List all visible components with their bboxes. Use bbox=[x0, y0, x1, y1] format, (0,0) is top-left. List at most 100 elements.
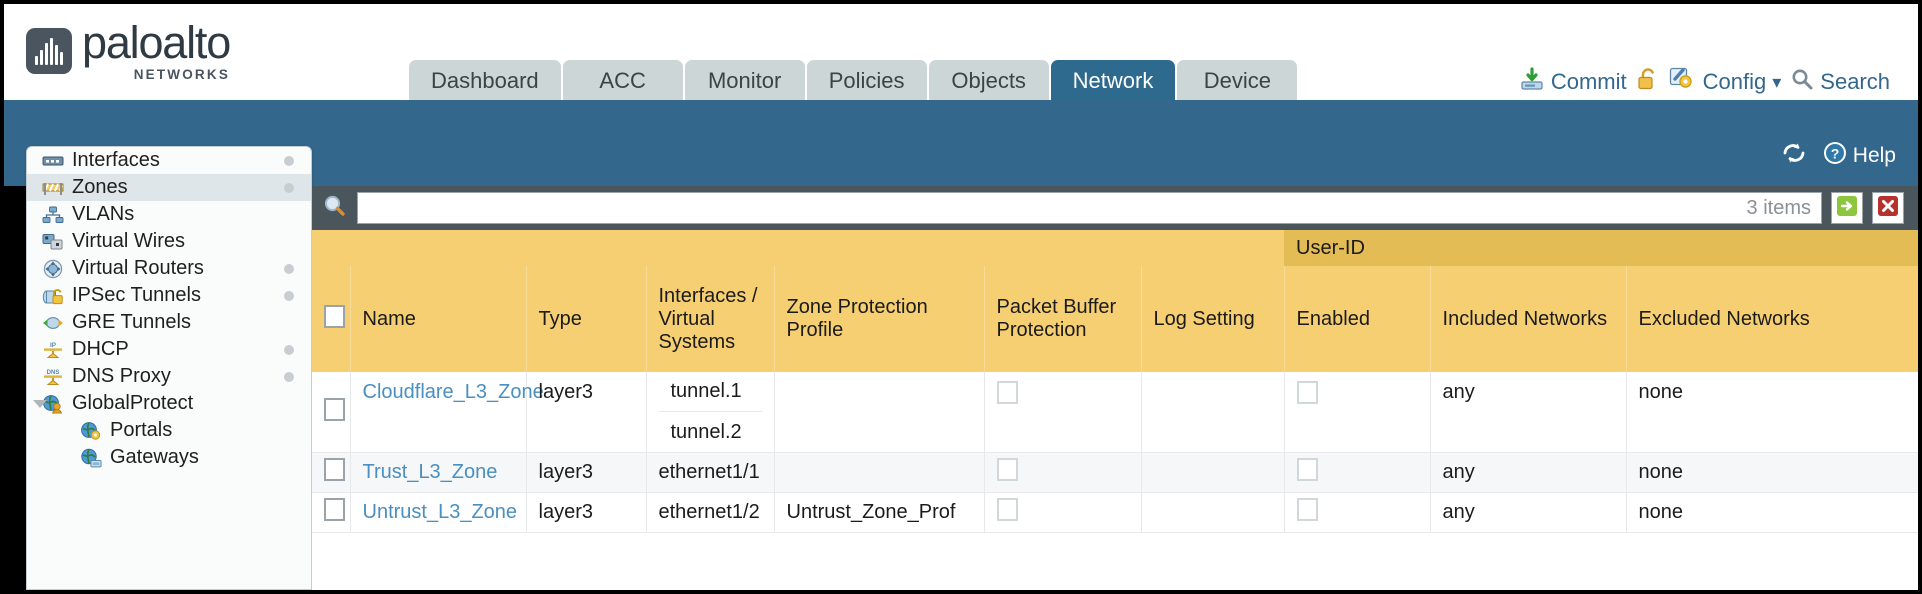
column-header-packet-buffer-protection[interactable]: Packet Buffer Protection bbox=[984, 266, 1142, 372]
sidebar-item-dns-proxy[interactable]: DNS DNS Proxy bbox=[27, 363, 311, 390]
column-header-name[interactable]: Name bbox=[350, 266, 527, 372]
group-header-row: User-ID bbox=[312, 230, 1918, 266]
zones-table-head: User-ID Name Type Interfaces / Virtual S… bbox=[312, 230, 1918, 372]
cell-included-networks: any bbox=[1430, 372, 1627, 453]
cell-packet-buffer-protection bbox=[984, 372, 1142, 453]
apply-filter-button[interactable] bbox=[1831, 192, 1863, 224]
select-all-checkbox[interactable] bbox=[324, 304, 345, 328]
sidebar-item-ipsec-tunnels[interactable]: IPSec Tunnels bbox=[27, 282, 311, 309]
lock-button[interactable] bbox=[1636, 66, 1660, 98]
tab-dashboard[interactable]: Dashboard bbox=[409, 60, 561, 102]
sidebar-item-virtual-routers[interactable]: Virtual Routers bbox=[27, 255, 311, 282]
cell-excluded-networks: none bbox=[1626, 492, 1918, 533]
cell-excluded-networks: none bbox=[1626, 372, 1918, 453]
dns-proxy-icon: DNS bbox=[41, 367, 65, 387]
column-header-userid-enabled[interactable]: Enabled bbox=[1284, 266, 1431, 372]
table-row[interactable]: Trust_L3_Zone layer3 ethernet1/1 any non… bbox=[312, 452, 1918, 493]
column-header-log-setting[interactable]: Log Setting bbox=[1141, 266, 1285, 372]
sidebar-item-label: DNS Proxy bbox=[72, 365, 171, 387]
sidebar-item-dhcp[interactable]: IP DHCP bbox=[27, 336, 311, 363]
table-row[interactable]: Untrust_L3_Zone layer3 ethernet1/2 Untru… bbox=[312, 492, 1918, 533]
interface-entry: tunnel.1 bbox=[658, 372, 762, 412]
virtual-wires-icon bbox=[41, 232, 65, 252]
row-checkbox[interactable] bbox=[324, 498, 345, 521]
sidebar-item-label: Interfaces bbox=[72, 149, 160, 171]
sidebar-item-label: Zones bbox=[72, 176, 128, 198]
cell-name: Untrust_L3_Zone bbox=[350, 492, 527, 533]
userid-enabled-checkbox[interactable] bbox=[1296, 458, 1318, 481]
zones-filter-bar: 3 items bbox=[312, 186, 1918, 230]
red-x-icon bbox=[1877, 195, 1899, 222]
commit-button[interactable]: Commit bbox=[1519, 66, 1627, 98]
cell-packet-buffer-protection bbox=[984, 452, 1142, 493]
search-button[interactable]: Search bbox=[1790, 67, 1890, 97]
tab-acc[interactable]: ACC bbox=[562, 60, 683, 102]
green-arrow-icon bbox=[1836, 195, 1858, 222]
gre-tunnels-icon bbox=[41, 313, 65, 333]
sidebar-item-gre-tunnels[interactable]: GRE Tunnels bbox=[27, 309, 311, 336]
cell-interfaces: ethernet1/1 bbox=[646, 452, 775, 493]
tab-network[interactable]: Network bbox=[1050, 60, 1176, 102]
expand-collapse-caret-icon[interactable] bbox=[33, 399, 47, 408]
gateways-icon bbox=[79, 448, 103, 468]
sidebar-item-gateways[interactable]: Gateways bbox=[27, 444, 311, 471]
zone-name-link[interactable]: Trust_L3_Zone bbox=[362, 461, 498, 483]
sidebar-item-virtual-wires[interactable]: Virtual Wires bbox=[27, 228, 311, 255]
zone-name-link[interactable]: Untrust_L3_Zone bbox=[362, 501, 518, 523]
packet-buffer-protection-checkbox[interactable] bbox=[996, 458, 1018, 481]
sidebar-item-label: Virtual Wires bbox=[72, 230, 185, 252]
refresh-button[interactable] bbox=[1780, 141, 1808, 171]
tab-monitor[interactable]: Monitor bbox=[684, 60, 805, 102]
column-header-interfaces[interactable]: Interfaces / Virtual Systems bbox=[646, 266, 775, 372]
sidebar-item-vlans[interactable]: VLANs bbox=[27, 201, 311, 228]
row-checkbox[interactable] bbox=[324, 458, 345, 481]
row-select-cell bbox=[312, 372, 351, 453]
row-checkbox[interactable] bbox=[324, 397, 345, 421]
help-button[interactable]: ? Help bbox=[1822, 140, 1896, 172]
tab-objects[interactable]: Objects bbox=[928, 60, 1049, 102]
cell-included-networks: any bbox=[1430, 452, 1627, 493]
search-icon[interactable] bbox=[322, 193, 348, 224]
clear-filter-button[interactable] bbox=[1872, 192, 1904, 224]
sidebar-item-label: IPSec Tunnels bbox=[72, 284, 201, 306]
sidebar-status-dot bbox=[284, 155, 294, 166]
column-header-included-networks[interactable]: Included Networks bbox=[1430, 266, 1627, 372]
select-all-header bbox=[312, 266, 351, 372]
sidebar-item-portals[interactable]: Portals bbox=[27, 417, 311, 444]
help-label: Help bbox=[1852, 144, 1896, 167]
zone-name-link[interactable]: Cloudflare_L3_Zone bbox=[362, 381, 544, 403]
globalprotect-icon bbox=[41, 394, 65, 414]
cell-name: Cloudflare_L3_Zone bbox=[350, 372, 544, 453]
cell-type: layer3 bbox=[526, 372, 647, 453]
tab-device[interactable]: Device bbox=[1177, 60, 1298, 102]
cell-interfaces: ethernet1/2 bbox=[646, 492, 775, 533]
userid-enabled-checkbox[interactable] bbox=[1296, 381, 1318, 404]
sidebar-item-interfaces[interactable]: Interfaces bbox=[27, 147, 311, 174]
interfaces-icon bbox=[41, 151, 65, 171]
paloalto-logo-mark-icon bbox=[26, 28, 72, 74]
main-nav-tabs: Dashboard ACC Monitor Policies Objects N… bbox=[409, 60, 1298, 102]
packet-buffer-protection-checkbox[interactable] bbox=[996, 381, 1018, 404]
sidebar-item-globalprotect[interactable]: GlobalProtect bbox=[27, 390, 311, 417]
column-header-excluded-networks[interactable]: Excluded Networks bbox=[1626, 266, 1918, 372]
packet-buffer-protection-checkbox[interactable] bbox=[996, 498, 1018, 521]
cell-userid-enabled bbox=[1284, 372, 1431, 453]
cell-userid-enabled bbox=[1284, 452, 1431, 493]
cell-packet-buffer-protection bbox=[984, 492, 1142, 533]
row-select-cell bbox=[312, 492, 351, 533]
items-count-label: 3 items bbox=[1746, 196, 1811, 219]
search-input[interactable]: 3 items bbox=[357, 192, 1822, 224]
sidebar-item-zones[interactable]: Zones bbox=[27, 174, 311, 201]
sidebar-status-dot bbox=[284, 263, 294, 274]
config-menu[interactable]: Config ▾ bbox=[1669, 66, 1781, 98]
svg-text:IP: IP bbox=[50, 342, 57, 349]
brand-tagline: NETWORKS bbox=[133, 67, 231, 82]
column-header-zone-protection-profile[interactable]: Zone Protection Profile bbox=[774, 266, 985, 372]
tab-policies[interactable]: Policies bbox=[806, 60, 927, 102]
padlock-icon bbox=[1636, 66, 1660, 98]
column-header-type[interactable]: Type bbox=[526, 266, 647, 372]
userid-enabled-checkbox[interactable] bbox=[1296, 498, 1318, 521]
virtual-routers-icon bbox=[41, 259, 65, 279]
table-row[interactable]: Cloudflare_L3_Zone layer3 tunnel.1 tunne… bbox=[312, 372, 1918, 453]
